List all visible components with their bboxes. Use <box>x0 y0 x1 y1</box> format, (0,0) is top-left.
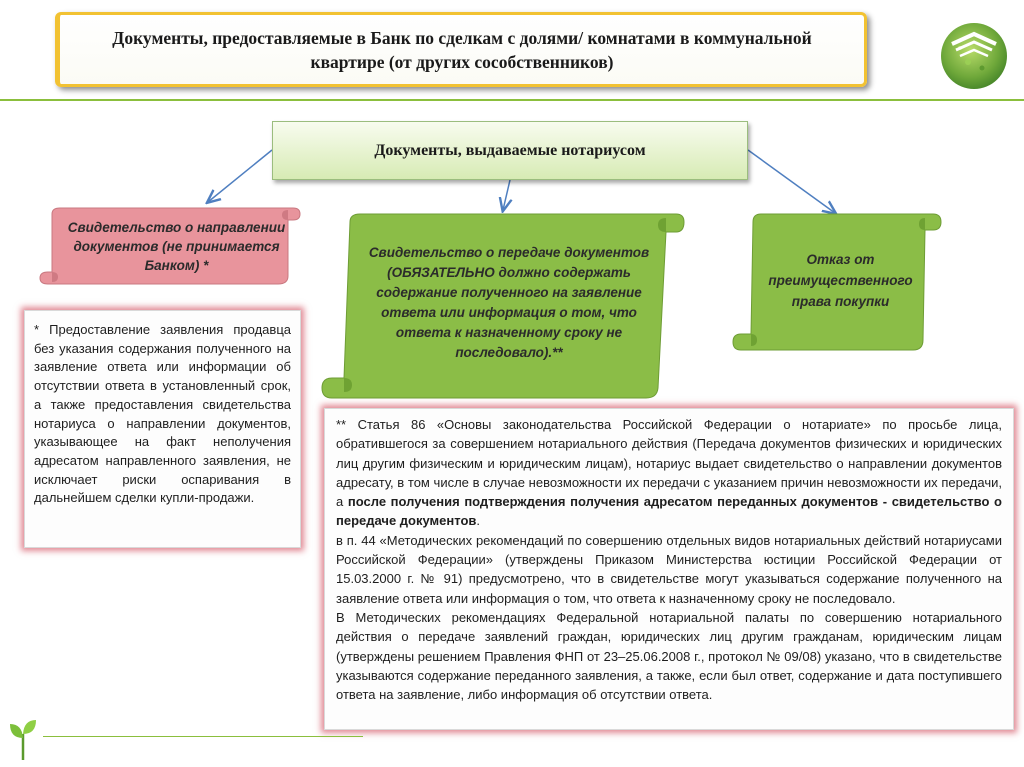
bank-logo-icon <box>941 23 1007 89</box>
pink-scroll-shape <box>39 207 301 285</box>
arrow-left <box>208 149 273 202</box>
arrow-center <box>503 179 510 210</box>
arrow-right <box>747 149 835 213</box>
scroll-refusal-of-preemptive-right: Отказ от преимущественного права покупки <box>768 251 913 309</box>
note-paragraph-2: в п. 44 «Методических рекомендаций по со… <box>336 532 1002 606</box>
notary-documents-box: Документы, выдаваемые нотариусом <box>272 121 748 180</box>
note-paragraph-1: ** Статья 86 «Основы законодательства Ро… <box>336 417 1002 529</box>
note-emphasis: после получения подтверждения получения … <box>336 494 1002 529</box>
footer-divider <box>43 736 363 737</box>
note-paragraph-3: В Методических рекомендациях Федеральной… <box>336 609 1002 703</box>
scroll-transfer-certificate: Свидетельство о передаче документов (ОБЯ… <box>368 245 650 360</box>
header-divider <box>0 99 1024 101</box>
sprout-icon <box>10 720 36 760</box>
footnote-double-asterisk: ** Статья 86 «Основы законодательства Ро… <box>324 408 1014 730</box>
green-scroll-shape <box>321 213 685 399</box>
page-title: Документы, предоставляемые в Банк по сде… <box>112 27 812 72</box>
title-banner: Документы, предоставляемые в Банк по сде… <box>55 12 867 87</box>
right-scroll-shape <box>732 213 942 351</box>
scroll-direction-certificate: Свидетельство о направлении документов (… <box>67 219 286 273</box>
footnote-single-asterisk: * Предоставление заявления продавца без … <box>24 310 301 548</box>
notary-documents-label: Документы, выдаваемые нотариусом <box>374 141 646 159</box>
